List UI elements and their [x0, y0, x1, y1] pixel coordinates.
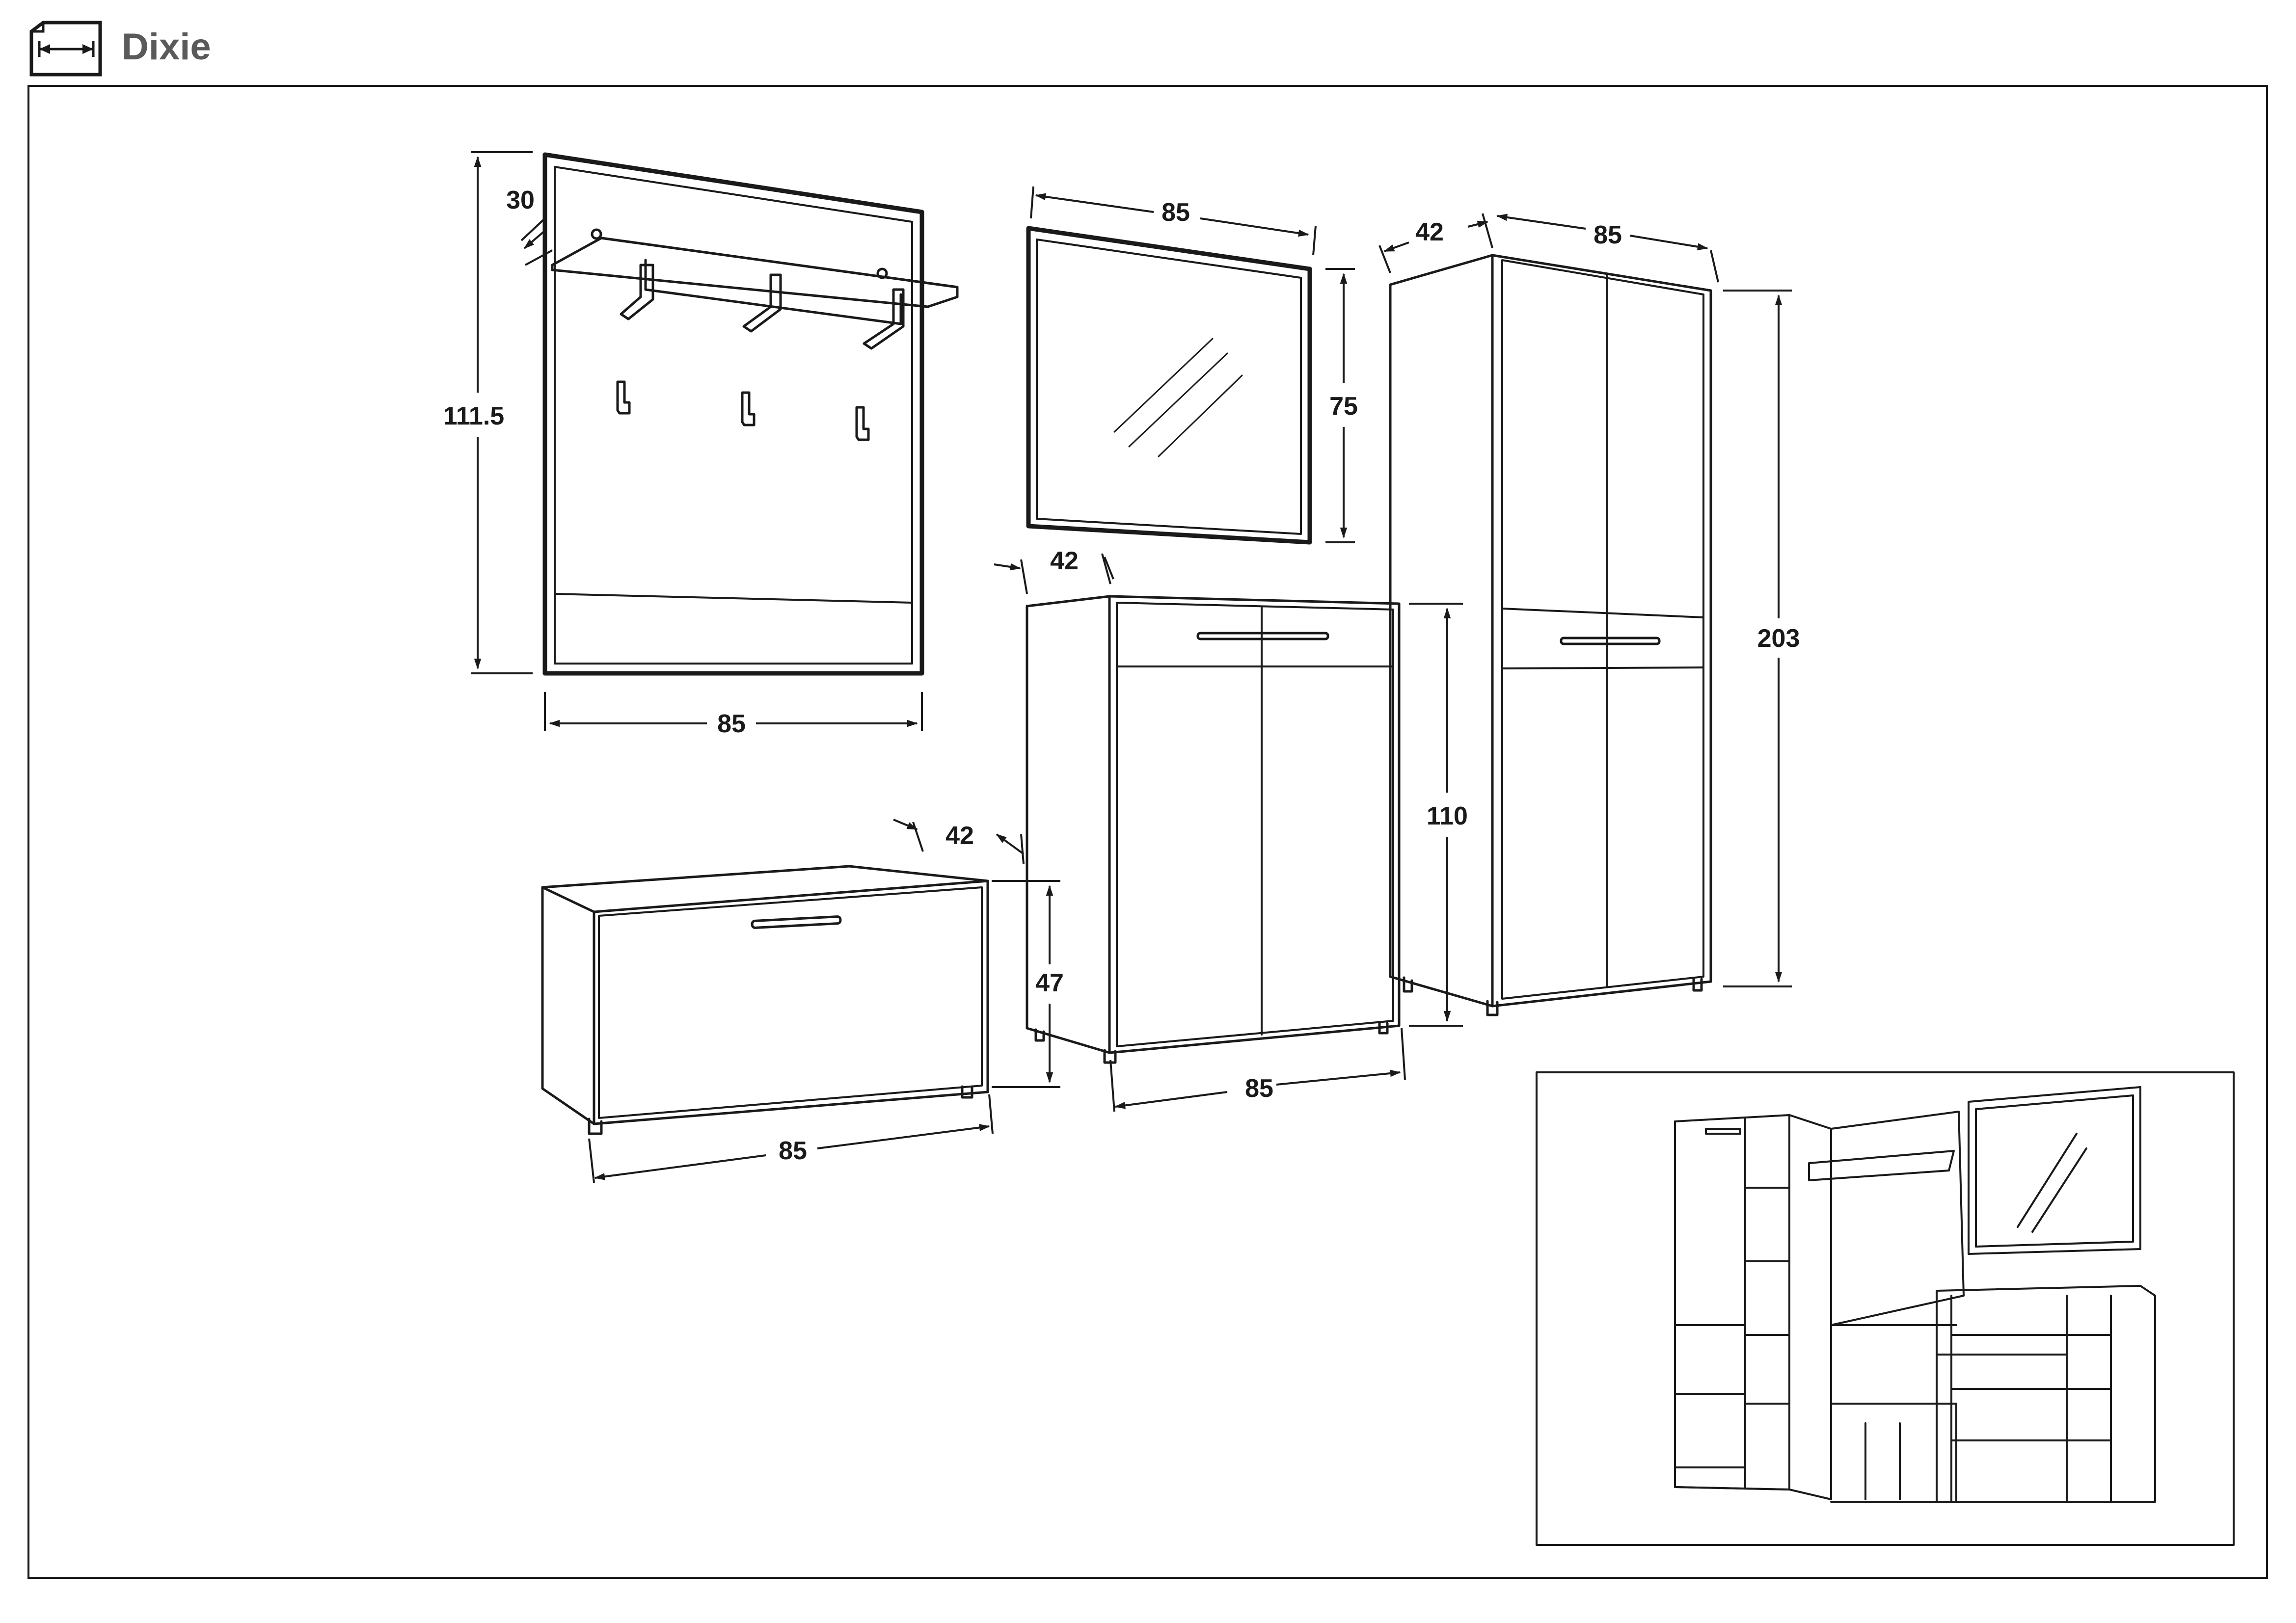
width-dimension-icon	[29, 21, 102, 77]
bench-depth-label: 42	[945, 822, 974, 850]
page-title: Dixie	[122, 26, 211, 68]
shoe-cabinet-width-label: 85	[1245, 1074, 1273, 1103]
mirror-height-label: 75	[1329, 392, 1358, 421]
wardrobe-height-label: 203	[1757, 624, 1800, 653]
shoe-cabinet-depth-label: 42	[1050, 547, 1079, 575]
bench-drawing	[541, 865, 989, 1135]
shoe-cabinet-height-label: 110	[1427, 802, 1468, 830]
mirror-width-label: 85	[1162, 198, 1190, 227]
shoe-cabinet-drawing	[1026, 595, 1401, 1064]
wardrobe-depth-label: 42	[1415, 218, 1444, 246]
bench-width-label: 85	[779, 1137, 807, 1165]
coat-panel-height-label: 111.5	[443, 402, 504, 430]
wardrobe-drawing	[1389, 254, 1712, 1016]
mirror-drawing	[1026, 226, 1312, 545]
sheet-border	[27, 85, 2268, 1579]
coat-panel-depth-label: 30	[506, 186, 535, 214]
bench-height-label: 47	[1035, 969, 1064, 997]
coat-panel-drawing	[542, 152, 959, 676]
coat-panel-width-label: 85	[717, 710, 746, 738]
wardrobe-width-label: 85	[1594, 221, 1622, 249]
inset-ensemble-drawing	[1536, 1071, 2235, 1546]
